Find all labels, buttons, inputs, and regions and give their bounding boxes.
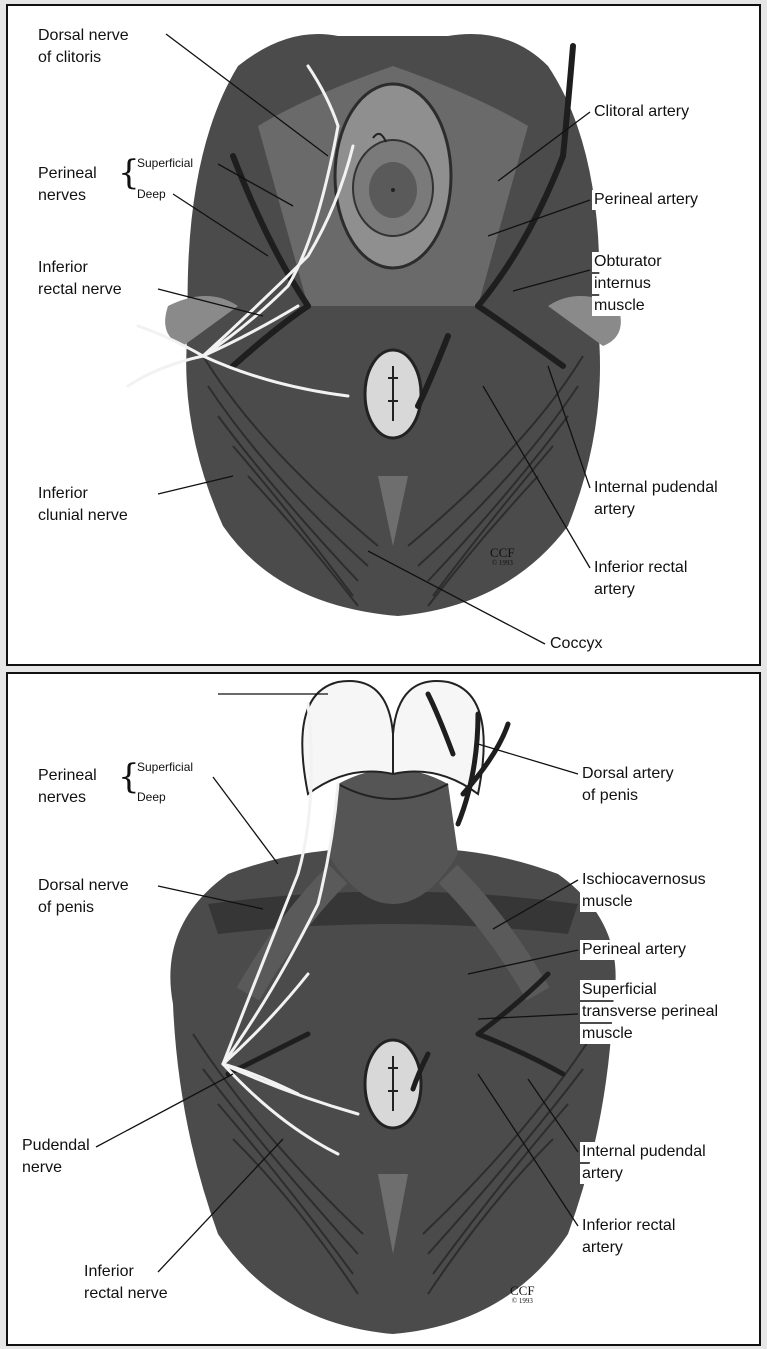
male-perineum-figure: Perineal nerves { Superficial Deep Dorsa… bbox=[6, 672, 761, 1346]
label-inferior-rectal-artery-1: Inferior rectal bbox=[580, 1216, 677, 1236]
label-pudendal-nerve-1: Pudendal bbox=[20, 1136, 92, 1156]
label-dorsal-nerve-of-clitoris-1: Dorsal nerve bbox=[36, 26, 131, 46]
label-inferior-rectal-nerve-1: Inferior bbox=[36, 258, 90, 278]
label-inferior-rectal-artery-2: artery bbox=[580, 1238, 625, 1258]
ccf-credit: CCF © 1993 bbox=[510, 1284, 535, 1305]
label-dorsal-nerve-of-penis-1: Dorsal nerve bbox=[36, 876, 131, 896]
label-obturator-internus-3: muscle bbox=[592, 296, 647, 316]
label-superficial: Superficial bbox=[136, 760, 194, 774]
label-internal-pudendal-artery-1: Internal pudendal bbox=[592, 478, 720, 498]
label-ischiocavernosus-1: Ischiocavernosus bbox=[580, 870, 708, 890]
label-dorsal-nerve-of-clitoris-2: of clitoris bbox=[36, 48, 103, 68]
label-dorsal-nerve-of-penis-2: of penis bbox=[36, 898, 96, 918]
label-inferior-rectal-nerve-2: rectal nerve bbox=[82, 1284, 170, 1304]
label-dorsal-artery-of-penis-2: of penis bbox=[580, 786, 640, 806]
label-pudendal-nerve-2: nerve bbox=[20, 1158, 64, 1178]
ccf-credit-year: © 1993 bbox=[510, 1297, 535, 1305]
label-clitoral-artery: Clitoral artery bbox=[592, 102, 691, 122]
label-superficial: Superficial bbox=[136, 156, 194, 170]
ccf-credit-year: © 1993 bbox=[490, 559, 515, 567]
label-internal-pudendal-artery-2: artery bbox=[592, 500, 637, 520]
label-perineal-nerves-1: Perineal bbox=[36, 766, 99, 786]
label-perineal-nerves-2: nerves bbox=[36, 186, 88, 206]
label-inferior-rectal-nerve-2: rectal nerve bbox=[36, 280, 124, 300]
label-ischiocavernosus-2: muscle bbox=[580, 892, 635, 912]
label-perineal-nerves-1: Perineal bbox=[36, 164, 99, 184]
label-perineal-nerves-2: nerves bbox=[36, 788, 88, 808]
label-inferior-rectal-nerve-1: Inferior bbox=[82, 1262, 136, 1282]
label-superficial-transverse-perineal-1: Superficial bbox=[580, 980, 659, 1000]
label-obturator-internus-1: Obturator bbox=[592, 252, 664, 272]
label-inferior-rectal-artery-1: Inferior rectal bbox=[592, 558, 689, 578]
label-deep: Deep bbox=[136, 187, 167, 201]
label-superficial-transverse-perineal-2: transverse perineal bbox=[580, 1002, 720, 1022]
label-inferior-rectal-artery-2: artery bbox=[592, 580, 637, 600]
label-perineal-artery: Perineal artery bbox=[580, 940, 688, 960]
ccf-credit-text: CCF bbox=[510, 1283, 535, 1298]
label-superficial-transverse-perineal-3: muscle bbox=[580, 1024, 635, 1044]
label-dorsal-artery-of-penis-1: Dorsal artery bbox=[580, 764, 676, 784]
female-perineum-figure: Dorsal nerve of clitoris Perineal nerves… bbox=[6, 4, 761, 666]
ccf-credit-text: CCF bbox=[490, 545, 515, 560]
label-internal-pudendal-artery-2: artery bbox=[580, 1164, 625, 1184]
label-inferior-clunial-nerve-2: clunial nerve bbox=[36, 506, 130, 526]
label-obturator-internus-2: internus bbox=[592, 274, 653, 294]
ccf-credit: CCF © 1993 bbox=[490, 546, 515, 567]
label-deep: Deep bbox=[136, 790, 167, 804]
label-inferior-clunial-nerve-1: Inferior bbox=[36, 484, 90, 504]
label-perineal-artery: Perineal artery bbox=[592, 190, 700, 210]
label-internal-pudendal-artery-1: Internal pudendal bbox=[580, 1142, 708, 1162]
label-coccyx: Coccyx bbox=[548, 634, 604, 654]
